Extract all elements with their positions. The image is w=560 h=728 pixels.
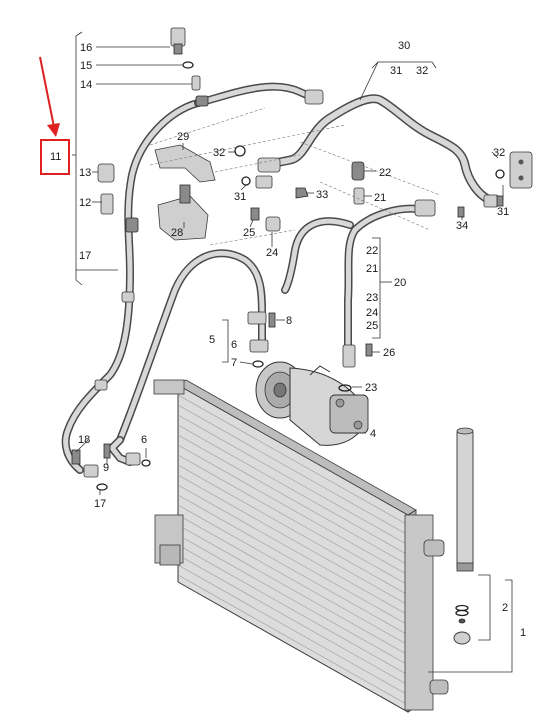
callout-24-upper: 24 xyxy=(266,247,278,259)
cap xyxy=(351,161,365,181)
refrigerant-lines xyxy=(61,82,495,474)
callout-31-right: 31 xyxy=(497,206,509,218)
callout-31-left: 31 xyxy=(234,191,246,203)
callout-32-top: 32 xyxy=(416,65,428,77)
callout-29: 29 xyxy=(177,131,189,143)
callout-15: 15 xyxy=(80,60,92,72)
callout-5: 5 xyxy=(209,334,215,346)
callout-32-left: 32 xyxy=(213,147,225,159)
callout-22-upper: 22 xyxy=(379,167,391,179)
fitting-block xyxy=(257,157,281,173)
callout-6-lower: 6 xyxy=(141,434,147,446)
callout-labels: 16 15 14 11 13 12 17 29 28 32 31 25 24 3… xyxy=(50,40,526,639)
pressure-switch xyxy=(170,27,186,47)
callout-26: 26 xyxy=(383,347,395,359)
compressor xyxy=(255,361,369,446)
bolt xyxy=(103,443,111,459)
bolt xyxy=(268,312,276,328)
receiver-drier xyxy=(453,427,474,645)
callout-2: 2 xyxy=(502,602,508,614)
callout-1: 1 xyxy=(520,627,526,639)
valve xyxy=(353,187,365,205)
o-ring xyxy=(96,483,108,491)
condenser-fins xyxy=(177,394,409,706)
valve-core xyxy=(191,75,201,91)
flange-plate xyxy=(509,151,533,189)
condenser-top-bracket xyxy=(153,379,185,395)
o-ring xyxy=(252,360,264,368)
callout-23-group: 23 xyxy=(366,292,378,304)
callout-8: 8 xyxy=(286,315,292,327)
callout-34: 34 xyxy=(456,220,468,232)
cap xyxy=(97,163,115,183)
valve xyxy=(100,193,114,215)
callout-4: 4 xyxy=(370,428,376,440)
callout-9: 9 xyxy=(103,462,109,474)
callout-18: 18 xyxy=(78,434,90,446)
bracket-29 xyxy=(154,144,216,183)
callout-14: 14 xyxy=(80,79,92,91)
cap xyxy=(265,216,281,232)
callout-22-group: 22 xyxy=(366,245,378,257)
highlight-arrowhead xyxy=(47,123,60,137)
callout-6-upper: 6 xyxy=(231,339,237,351)
callout-24-group: 24 xyxy=(366,307,378,319)
callout-25-group: 25 xyxy=(366,320,378,332)
bracket-28 xyxy=(157,184,209,241)
bolt xyxy=(365,343,373,357)
callout-17-lower: 17 xyxy=(94,498,106,510)
callout-33: 33 xyxy=(316,189,328,201)
o-ring xyxy=(338,384,352,392)
o-ring xyxy=(182,61,194,69)
bolt xyxy=(457,206,465,218)
bolt xyxy=(71,449,81,465)
o-ring xyxy=(455,604,469,612)
callout-21-group: 21 xyxy=(366,263,378,275)
nut xyxy=(295,187,309,199)
condenser-bracket-upper xyxy=(423,539,445,557)
callout-17-upper: 17 xyxy=(79,250,91,262)
bolt xyxy=(250,207,260,221)
callout-7: 7 xyxy=(231,357,237,369)
callout-31-top: 31 xyxy=(390,65,402,77)
drier-plug xyxy=(458,618,466,624)
callout-25-upper: 25 xyxy=(243,227,255,239)
callout-23-lower: 23 xyxy=(365,382,377,394)
fittings xyxy=(71,27,533,491)
callout-12: 12 xyxy=(79,197,91,209)
leader-lines xyxy=(75,46,504,495)
highlight-box xyxy=(40,139,70,175)
condenser-side-tank xyxy=(404,514,434,711)
callout-11: 11 xyxy=(50,151,61,163)
highlight-annotation xyxy=(39,56,70,175)
condenser xyxy=(153,379,449,713)
callout-30: 30 xyxy=(398,40,410,52)
callout-32-right: 32 xyxy=(493,147,505,159)
condenser-bracket-lower xyxy=(429,679,449,695)
drier-cap xyxy=(453,631,471,645)
callout-16: 16 xyxy=(80,42,92,54)
o-ring xyxy=(234,145,246,157)
callout-20: 20 xyxy=(394,277,406,289)
callout-21-upper: 21 xyxy=(374,192,386,204)
callout-13: 13 xyxy=(79,167,91,179)
group-lines xyxy=(72,31,513,673)
callout-28: 28 xyxy=(171,227,183,239)
highlight-arrow xyxy=(39,56,55,128)
